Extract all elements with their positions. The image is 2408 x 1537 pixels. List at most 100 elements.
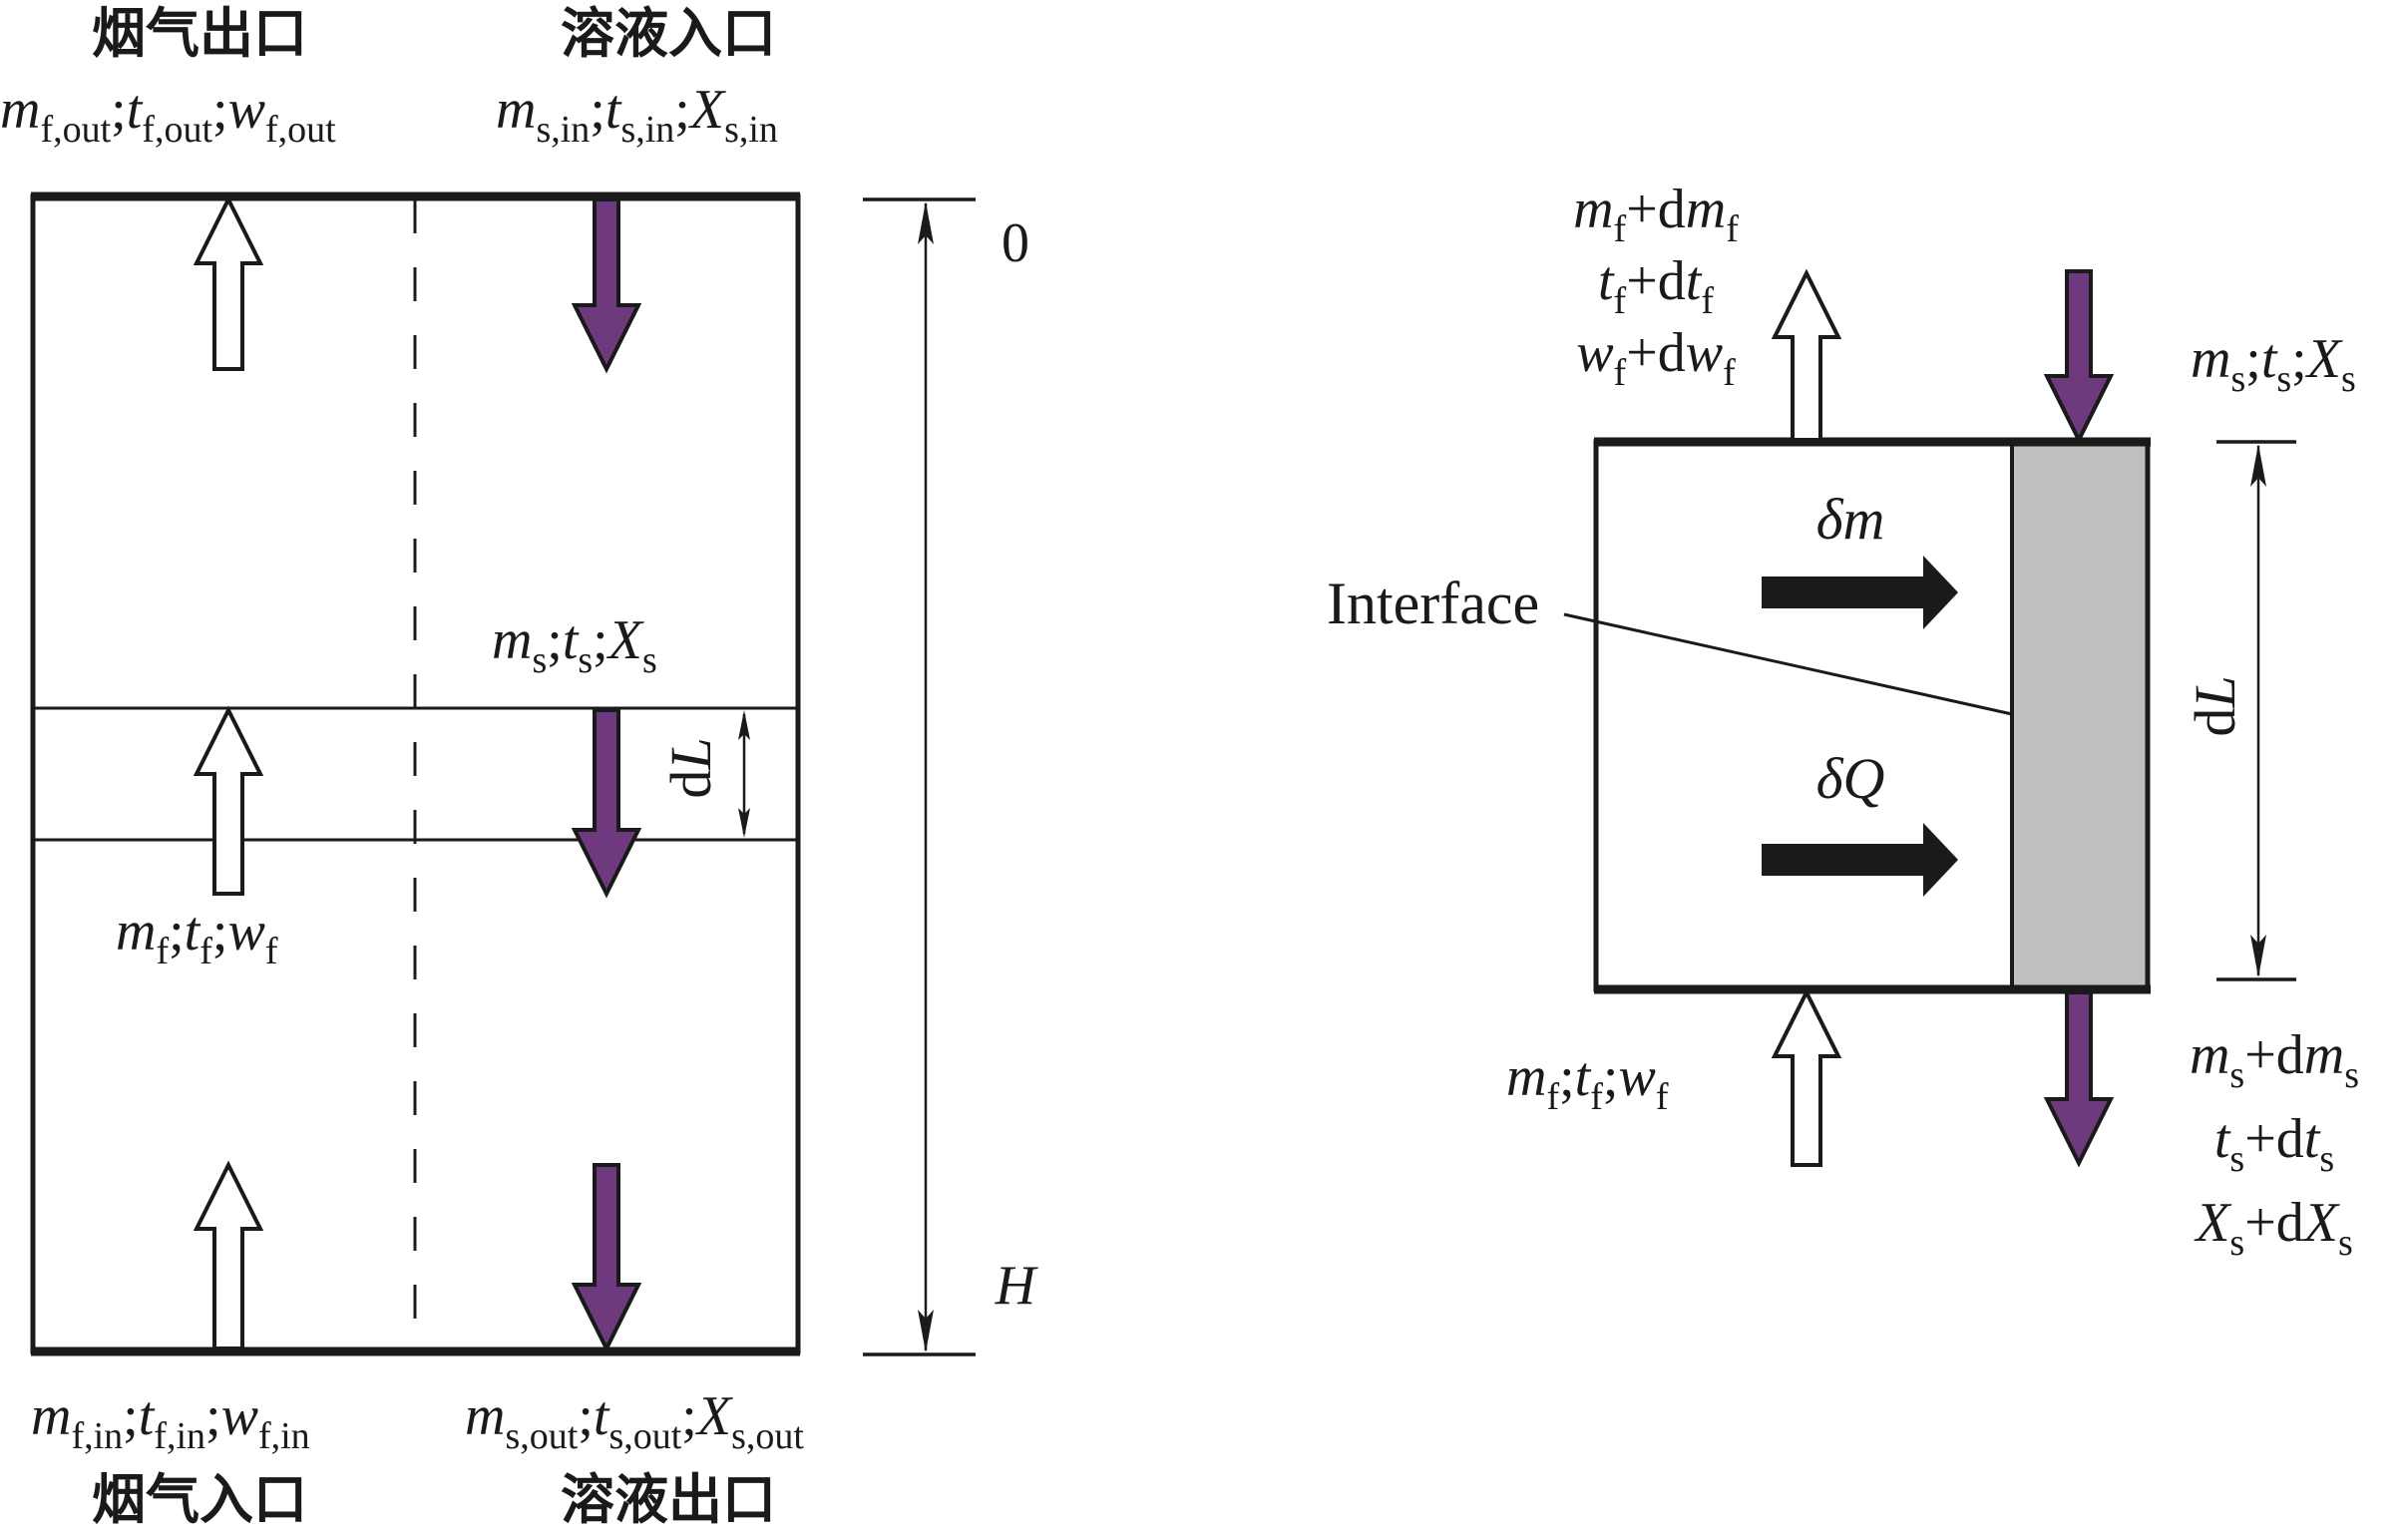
variable-subscript: f,out <box>40 109 111 151</box>
differential-expression: mf+dmf <box>1573 179 1739 250</box>
solution-inlet-label: 溶液入口 <box>561 1 776 65</box>
variable-symbol: t <box>127 79 144 141</box>
variable-symbol: m <box>2191 328 2230 390</box>
variable-symbol: w <box>227 901 264 962</box>
variable-symbol: t <box>185 901 201 962</box>
flue-gas-inlet-label: 烟气入口 <box>92 1467 307 1531</box>
left-diagram: dL 0 H 烟气出口 溶液入口 烟气入口 溶液出口 mf,out;tf,out… <box>0 1 1038 1531</box>
solution-element-variables: ms;ts;Xs <box>492 609 657 681</box>
solution-inlet-variables: ms;ts;Xs <box>2191 328 2356 400</box>
dimension-arrowhead-icon <box>2250 444 2266 487</box>
differential-expression: wf+dwf <box>1576 322 1736 394</box>
variable-symbol: t <box>1575 1046 1592 1108</box>
variable-symbol: X <box>606 609 645 671</box>
variable-subscript: s,in <box>536 109 590 151</box>
variable-symbol: t <box>2261 328 2278 390</box>
variable-subscript: s <box>532 639 547 681</box>
dimension-arrowhead-icon <box>2250 935 2266 977</box>
variable-symbol: w <box>1618 1046 1655 1108</box>
solution-down-arrow-icon <box>571 197 642 374</box>
variable-symbol: m <box>465 1385 505 1447</box>
solution-down-arrow-icon <box>2043 269 2115 445</box>
dimension-arrowhead-icon <box>918 201 934 244</box>
variable-symbol: m <box>0 79 40 141</box>
variable-symbol: X <box>688 79 727 141</box>
variable-subscript: s <box>2341 358 2356 400</box>
variable-symbol: m <box>116 901 156 962</box>
variable-symbol: t <box>139 1385 156 1447</box>
variable-symbol: w <box>228 79 265 141</box>
dimension-arrowhead-icon <box>738 808 750 838</box>
variable-subscript: s,out <box>731 1415 804 1457</box>
interface-label: Interface <box>1327 571 1539 636</box>
flue-gas-up-arrow-icon <box>193 705 264 896</box>
flow-arrows <box>1771 268 2115 1168</box>
solution-inlet-variables: ms,in;ts,in;Xs,in <box>496 79 778 151</box>
interface-leader-line <box>1563 612 2013 716</box>
control-volume-dl-label: dL <box>2183 675 2247 736</box>
flue-gas-outlet-label: 烟气出口 <box>92 1 307 65</box>
solution-film <box>2012 442 2148 989</box>
variable-symbol: X <box>2305 328 2344 390</box>
solution-outlet-label: 溶液出口 <box>561 1467 776 1531</box>
variable-subscript: f,in <box>258 1415 310 1457</box>
variable-symbol: m <box>1506 1046 1546 1108</box>
dimension-arrowhead-icon <box>738 710 750 740</box>
variable-subscript: s,out <box>608 1415 681 1457</box>
variable-subscript: f <box>156 931 169 972</box>
variable-symbol: t <box>594 1385 610 1447</box>
variable-subscript: f <box>200 931 212 972</box>
differential-expression: tf+dtf <box>1598 250 1714 322</box>
flue-gas-inlet-variables: mf,in;tf,in;wf,in <box>31 1385 310 1457</box>
variable-subscript: s <box>2230 358 2245 400</box>
variable-symbol: t <box>563 609 580 671</box>
variable-symbol: t <box>605 79 622 141</box>
differential-expression: ms+dms <box>2190 1024 2359 1096</box>
flue-gas-up-arrow-icon <box>193 194 264 371</box>
flue-gas-up-arrow-icon <box>1771 987 1842 1167</box>
variable-subscript: s <box>2276 358 2291 400</box>
solution-down-arrow-icon <box>571 708 642 899</box>
variable-subscript: f <box>265 931 278 972</box>
variable-subscript: f <box>1546 1076 1559 1118</box>
solution-outlet-variables: ms,out;ts,out;Xs,out <box>465 1385 804 1457</box>
mass-transfer-arrow-icon <box>1762 556 1958 629</box>
solution-arrows <box>571 197 642 1353</box>
heat-transfer-arrow-icon <box>1762 823 1958 897</box>
variable-subscript: s,in <box>620 109 674 151</box>
variable-subscript: f,in <box>154 1415 205 1457</box>
flue-gas-element-variables: mf;tf;wf <box>116 901 278 972</box>
height-zero-label: 0 <box>1002 212 1029 274</box>
flue-gas-outlet-variables: mf,out;tf,out;wf,out <box>0 79 336 151</box>
solution-down-arrow-icon <box>571 1163 642 1353</box>
variable-subscript: f,out <box>265 109 336 151</box>
flue-gas-inlet-variables: mf;tf;wf <box>1506 1046 1669 1118</box>
variable-subscript: f,out <box>142 109 212 151</box>
variable-subscript: s <box>578 639 593 681</box>
variable-subscript: f <box>1590 1076 1603 1118</box>
variable-subscript: s <box>642 639 657 681</box>
solution-down-arrow-icon <box>2043 990 2115 1168</box>
flue-gas-up-arrow-icon <box>193 1160 264 1350</box>
differential-expression: ts+dts <box>2214 1108 2334 1180</box>
variable-symbol: m <box>31 1385 71 1447</box>
height-h-label: H <box>995 1255 1038 1317</box>
variable-subscript: f <box>1656 1076 1669 1118</box>
element-dl-label: dL <box>658 737 723 798</box>
variable-symbol: m <box>496 79 536 141</box>
dimension-arrowhead-icon <box>918 1310 934 1352</box>
mass-transfer-label: δm <box>1816 487 1885 552</box>
flue-gas-arrows <box>193 194 264 1350</box>
differential-expression: Xs+dXs <box>2194 1192 2353 1264</box>
flue-gas-up-arrow-icon <box>1771 268 1842 442</box>
variable-subscript: s,in <box>724 109 778 151</box>
variable-subscript: f,in <box>71 1415 123 1457</box>
variable-symbol: X <box>695 1385 734 1447</box>
variable-symbol: m <box>492 609 532 671</box>
variable-subscript: s,out <box>505 1415 578 1457</box>
heat-transfer-label: δQ <box>1816 746 1885 811</box>
